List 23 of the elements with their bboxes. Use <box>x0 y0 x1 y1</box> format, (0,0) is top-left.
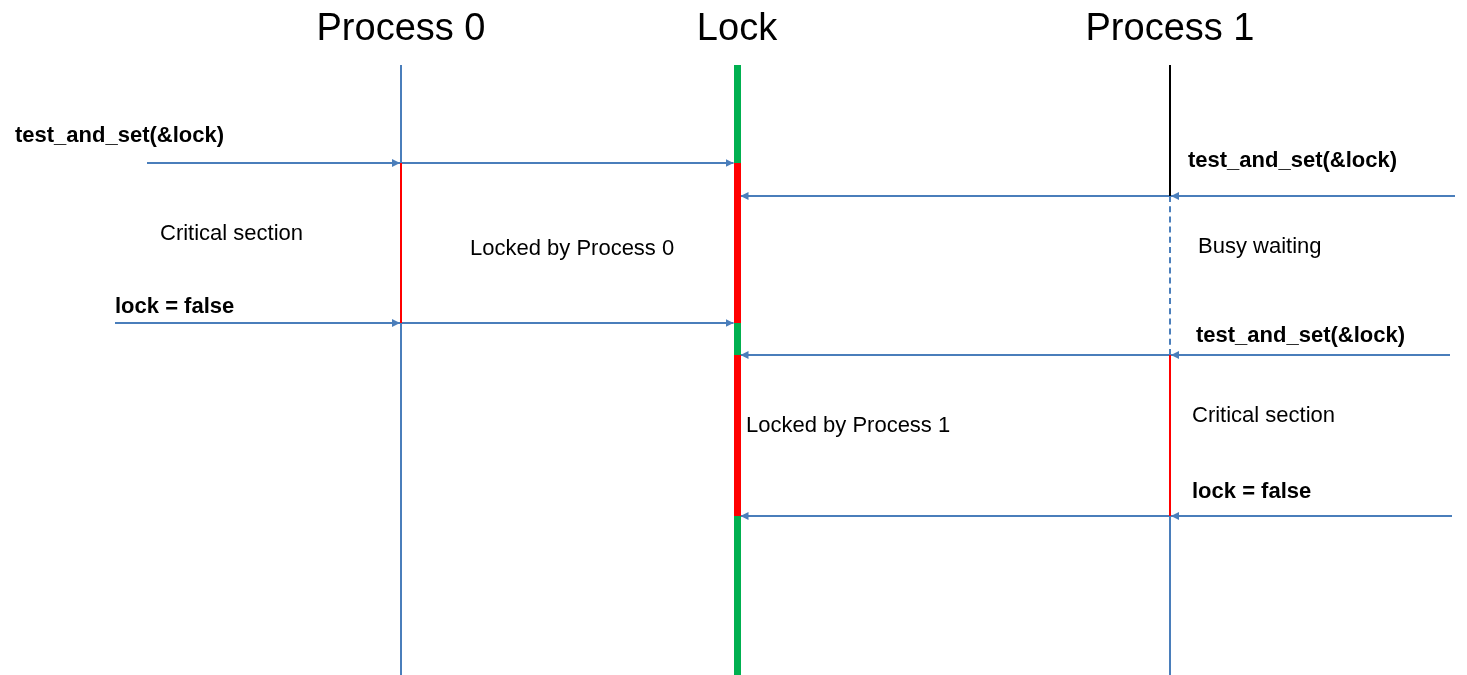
note-text: Busy waiting <box>1198 233 1322 259</box>
arrow <box>1170 351 1451 359</box>
edge-label: test_and_set(&lock) <box>1196 322 1406 348</box>
arrow <box>739 512 1170 520</box>
arrow <box>401 319 735 327</box>
note-text: Locked by Process 1 <box>746 412 951 438</box>
edge-label: lock = false <box>115 293 235 319</box>
arrow <box>739 351 1170 359</box>
arrow <box>114 319 401 327</box>
edge-label: test_and_set(&lock) <box>1188 147 1398 173</box>
arrow <box>1170 192 1456 200</box>
arrow <box>401 159 735 167</box>
edge-label: test_and_set(&lock) <box>15 122 225 148</box>
arrow <box>739 192 1170 200</box>
lifeline-heading: Process 0 <box>316 5 486 49</box>
note-text: Critical section <box>160 220 304 246</box>
lifeline-heading: Lock <box>696 5 778 49</box>
note-text: Locked by Process 0 <box>470 235 675 261</box>
lifeline-heading: Process 1 <box>1085 5 1255 49</box>
arrow <box>146 159 401 167</box>
arrow <box>1170 512 1453 520</box>
edge-label: lock = false <box>1192 478 1312 504</box>
note-text: Critical section <box>1192 402 1336 428</box>
